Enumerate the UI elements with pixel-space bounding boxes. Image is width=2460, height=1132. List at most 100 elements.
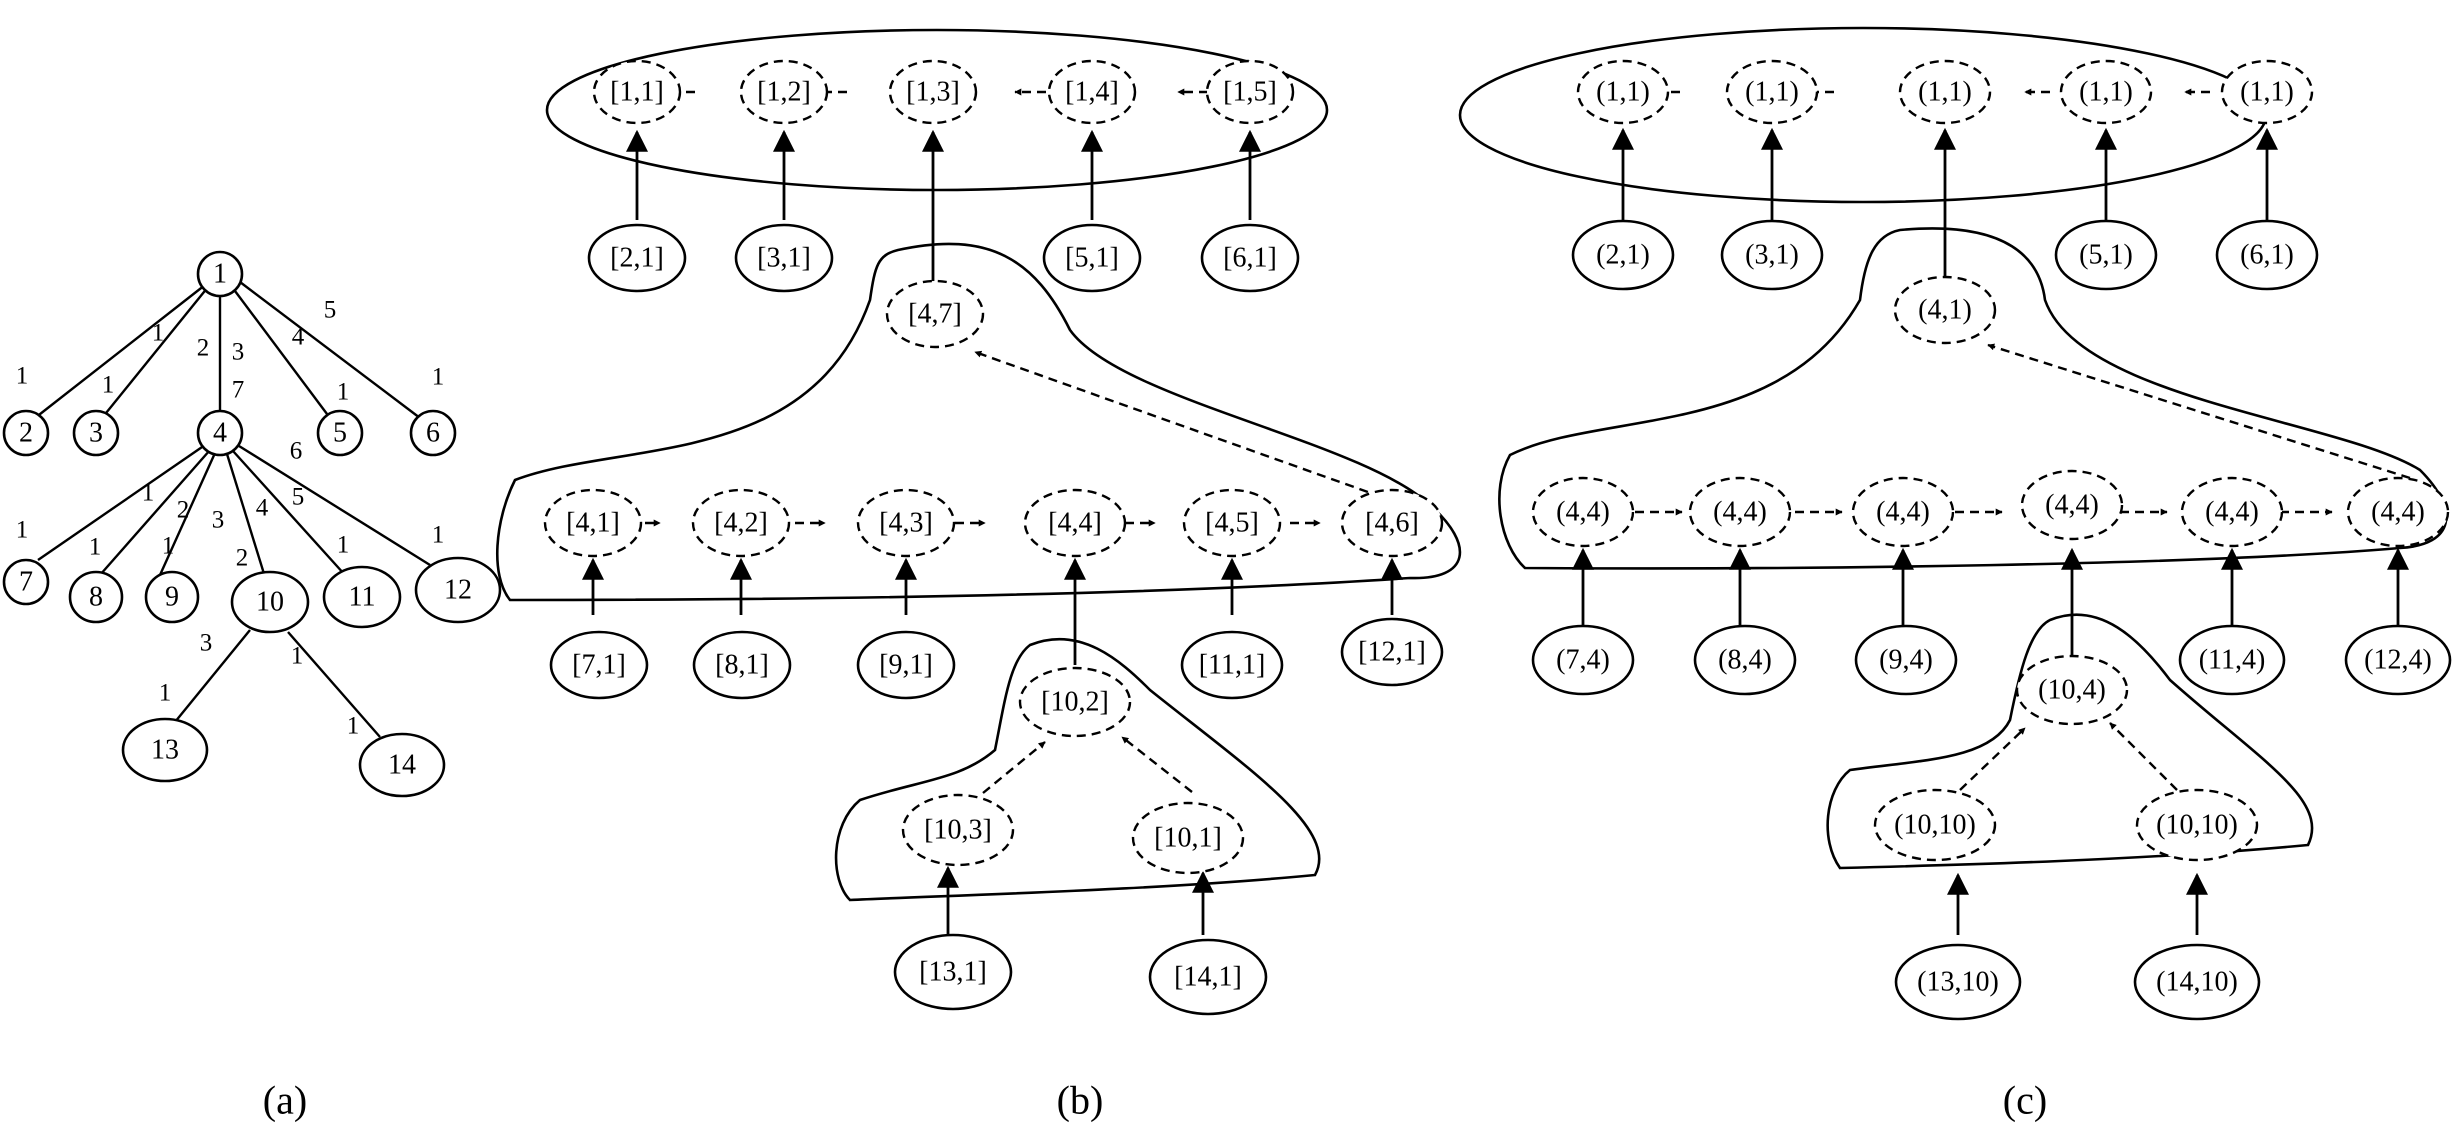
svg-text:(11,4): (11,4): [2199, 645, 2266, 676]
svg-text:(10,10): (10,10): [1894, 810, 1976, 841]
svg-text:3: 3: [212, 507, 225, 534]
svg-text:[10,1]: [10,1]: [1154, 823, 1222, 854]
tree-node: 8: [68, 570, 124, 624]
svg-text:[5,1]: [5,1]: [1065, 243, 1119, 274]
svg-text:1: 1: [152, 320, 165, 347]
tree-node: 5: [316, 409, 364, 457]
set-element: (1,1): [1576, 59, 1670, 125]
child-node: (7,4): [1531, 624, 1635, 696]
svg-text:13: 13: [151, 735, 179, 766]
svg-text:10: 10: [256, 587, 284, 618]
set-element: (4,4): [1531, 476, 1635, 548]
svg-text:1: 1: [337, 532, 350, 559]
tree-node: 7: [2, 558, 50, 606]
svg-text:1: 1: [89, 534, 102, 561]
child-node: [14,1]: [1148, 938, 1268, 1016]
child-node: [3,1]: [734, 223, 834, 293]
set-element: (1,1): [1725, 59, 1819, 125]
svg-text:11: 11: [349, 582, 376, 613]
child-node: (13,10): [1894, 943, 2022, 1021]
child-node: [7,1]: [549, 630, 649, 700]
tree-node: 4: [196, 409, 244, 457]
svg-text:7: 7: [232, 377, 245, 404]
svg-text:[2,1]: [2,1]: [610, 243, 664, 274]
set-element: (10,10): [2135, 788, 2259, 862]
svg-text:1: 1: [159, 680, 172, 707]
top-group-outline: [545, 28, 1329, 192]
svg-text:[4,5]: [4,5]: [1205, 508, 1259, 539]
svg-text:(4,1): (4,1): [1918, 295, 1972, 326]
svg-text:1: 1: [291, 643, 304, 670]
child-node: (14,10): [2133, 943, 2261, 1021]
svg-text:5: 5: [324, 297, 337, 324]
svg-text:[4,6]: [4,6]: [1365, 508, 1419, 539]
set-element: (4,1): [1893, 275, 1997, 345]
svg-text:1: 1: [162, 533, 175, 560]
svg-text:(7,4): (7,4): [1556, 645, 1610, 676]
set-element: (4,4): [1688, 476, 1792, 548]
child-node: [2,1]: [587, 223, 687, 293]
svg-text:(4,4): (4,4): [1556, 497, 1610, 528]
svg-text:[1,4]: [1,4]: [1065, 77, 1119, 108]
svg-text:4: 4: [213, 418, 227, 449]
set-element: (4,4): [2020, 469, 2124, 541]
svg-text:(1,1): (1,1): [2240, 77, 2294, 108]
svg-text:(1,1): (1,1): [1745, 77, 1799, 108]
svg-text:7: 7: [19, 567, 33, 598]
svg-text:(6,1): (6,1): [2240, 240, 2294, 271]
tree-node: 2: [2, 409, 50, 457]
svg-text:[11,1]: [11,1]: [1199, 650, 1266, 681]
svg-text:5: 5: [333, 418, 347, 449]
svg-text:(5,1): (5,1): [2079, 240, 2133, 271]
child-node: [5,1]: [1042, 223, 1142, 293]
svg-text:[9,1]: [9,1]: [879, 650, 933, 681]
set-element: [4,1]: [543, 488, 643, 558]
set-element: [4,7]: [885, 279, 985, 349]
svg-text:1: 1: [347, 713, 360, 740]
svg-text:[3,1]: [3,1]: [757, 243, 811, 274]
child-node: (12,4): [2344, 624, 2452, 696]
svg-text:(10,10): (10,10): [2156, 810, 2238, 841]
svg-text:6: 6: [290, 438, 303, 465]
tree-node: 9: [144, 570, 200, 624]
svg-text:(13,10): (13,10): [1917, 967, 1999, 998]
tree-node: 13: [121, 717, 209, 783]
child-node: (6,1): [2215, 219, 2319, 291]
svg-text:1: 1: [213, 259, 227, 290]
panel-c-caption: (c): [2003, 1078, 2047, 1123]
child-node: [11,1]: [1180, 630, 1284, 700]
child-node: [6,1]: [1200, 223, 1300, 293]
svg-text:1: 1: [16, 363, 29, 390]
child-node: [13,1]: [893, 933, 1013, 1011]
svg-text:(4,4): (4,4): [2205, 497, 2259, 528]
set-element: (10,10): [1873, 788, 1997, 862]
svg-text:(8,4): (8,4): [1718, 645, 1772, 676]
svg-text:(4,4): (4,4): [1876, 497, 1930, 528]
set-element: [4,5]: [1182, 488, 1282, 558]
tree-node: 10: [230, 570, 310, 634]
svg-text:[4,1]: [4,1]: [566, 508, 620, 539]
tree-node: 3: [72, 409, 120, 457]
svg-text:12: 12: [444, 575, 472, 606]
set-element: (1,1): [2059, 59, 2153, 125]
svg-text:(2,1): (2,1): [1596, 240, 1650, 271]
svg-text:2: 2: [236, 545, 249, 572]
svg-text:4: 4: [292, 324, 305, 351]
svg-text:[4,4]: [4,4]: [1048, 508, 1102, 539]
svg-text:[6,1]: [6,1]: [1223, 243, 1277, 274]
svg-text:[1,5]: [1,5]: [1223, 77, 1277, 108]
svg-text:(4,4): (4,4): [1713, 497, 1767, 528]
panel-a-caption: (a): [263, 1078, 307, 1123]
set-element: [1,3]: [888, 59, 978, 125]
child-node: (2,1): [1571, 219, 1675, 291]
child-node: (5,1): [2054, 219, 2158, 291]
mid-group-outline: [1498, 227, 2448, 570]
svg-text:5: 5: [292, 484, 305, 511]
panel-b-forest: [1,1] [1,2] [1,3] [1,4] [1,5] [2,1] [3,1…: [495, 28, 1462, 1123]
set-element: [10,3]: [901, 793, 1015, 867]
svg-text:[1,2]: [1,2]: [757, 77, 811, 108]
svg-text:[14,1]: [14,1]: [1174, 962, 1242, 993]
child-node: (8,4): [1693, 624, 1797, 696]
top-group-outline: [1458, 26, 2268, 204]
